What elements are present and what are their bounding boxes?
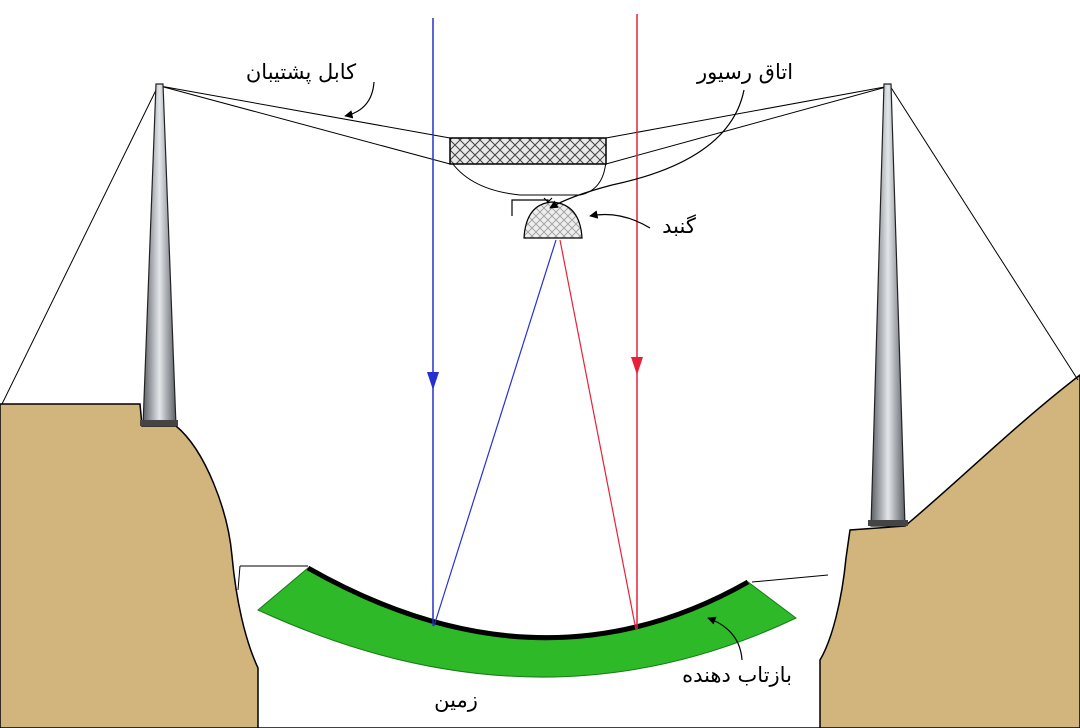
ground-terrain (0, 374, 1080, 728)
backup-cable-pointer-icon (344, 81, 375, 119)
tower-right (868, 83, 908, 527)
crater-edge-left (237, 565, 241, 591)
receiver-platform (449, 137, 607, 165)
dome (523, 201, 583, 239)
support-cables (1, 85, 1079, 405)
backup-cable-label: کابل پشتیبان (246, 60, 356, 84)
incoming-wave-red (631, 14, 643, 630)
arrow-down-icon (427, 372, 439, 390)
incoming-wave-blue (427, 18, 439, 626)
arrow-down-icon (631, 357, 643, 375)
tower-left (140, 83, 178, 427)
reflected-ray-red (559, 239, 637, 631)
reflector-surface (306, 565, 750, 641)
dome-label: گنبد (662, 214, 696, 238)
reflected-ray-blue (433, 239, 557, 627)
reflector-label: بازتاب دهنده (682, 663, 792, 687)
reflector-pointer-icon (707, 616, 743, 661)
receiver-room-label: اتاق رسیور (696, 60, 793, 84)
crater-rim-right (751, 574, 829, 583)
ground-label: زمین (434, 688, 478, 712)
receiver-room-pointer-icon (549, 89, 745, 209)
dome-pointer-icon (589, 210, 651, 229)
